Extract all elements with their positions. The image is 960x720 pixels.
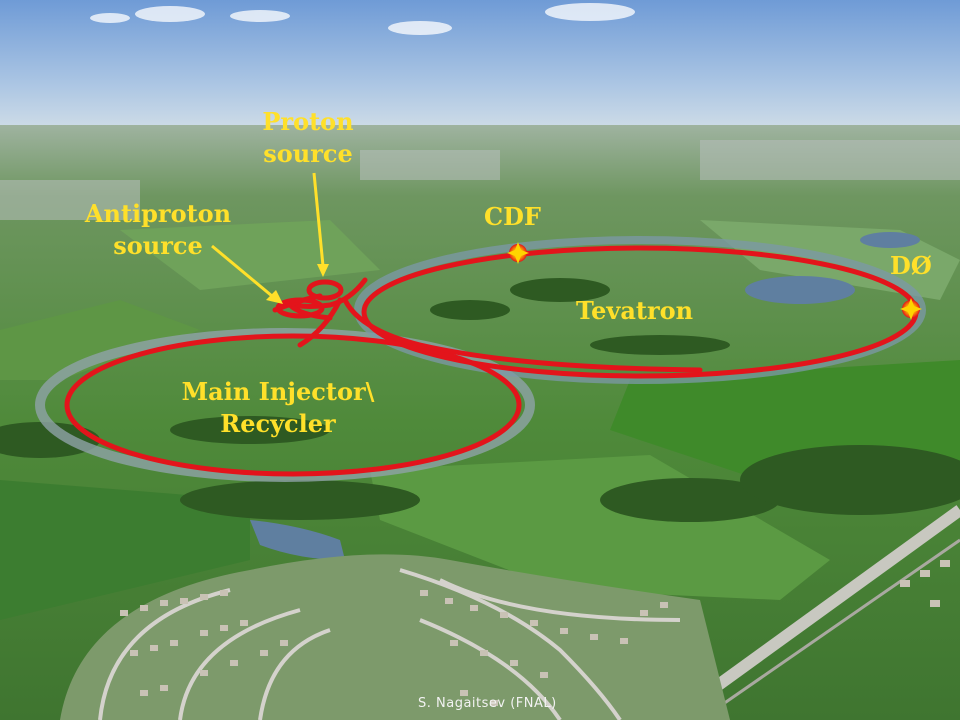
photo-credit: S. Nagaitsev (FNAL) (418, 696, 557, 711)
cdf-label: CDF (484, 202, 541, 231)
d0-collision-marker (900, 298, 922, 320)
antiproton-source-line1: Antiproton (84, 199, 232, 228)
proton-source-line1: Proton (262, 107, 354, 136)
proton-source-line2: source (263, 139, 353, 168)
d0-label: DØ (890, 251, 932, 280)
cdf-collision-marker (507, 242, 529, 264)
trees (0, 278, 960, 522)
pointer-arrows (211, 172, 329, 304)
housing-subdivision (60, 554, 950, 720)
antiproton-source-label: Antiproton source (78, 198, 238, 262)
main-injector-line2: Recycler (220, 409, 336, 438)
antiproton-source-line2: source (113, 231, 203, 260)
main-injector-ring (64, 333, 522, 477)
tevatron-label: Tevatron (576, 296, 694, 325)
clouds (90, 3, 635, 35)
main-injector-label: Main Injector\ Recycler (168, 376, 388, 440)
main-injector-berm (35, 328, 535, 482)
main-injector-line1: Main Injector\ (181, 377, 375, 406)
distant-town (0, 140, 960, 220)
source-rings (275, 279, 344, 319)
sky (0, 0, 960, 135)
proton-source-label: Proton source (248, 106, 368, 170)
